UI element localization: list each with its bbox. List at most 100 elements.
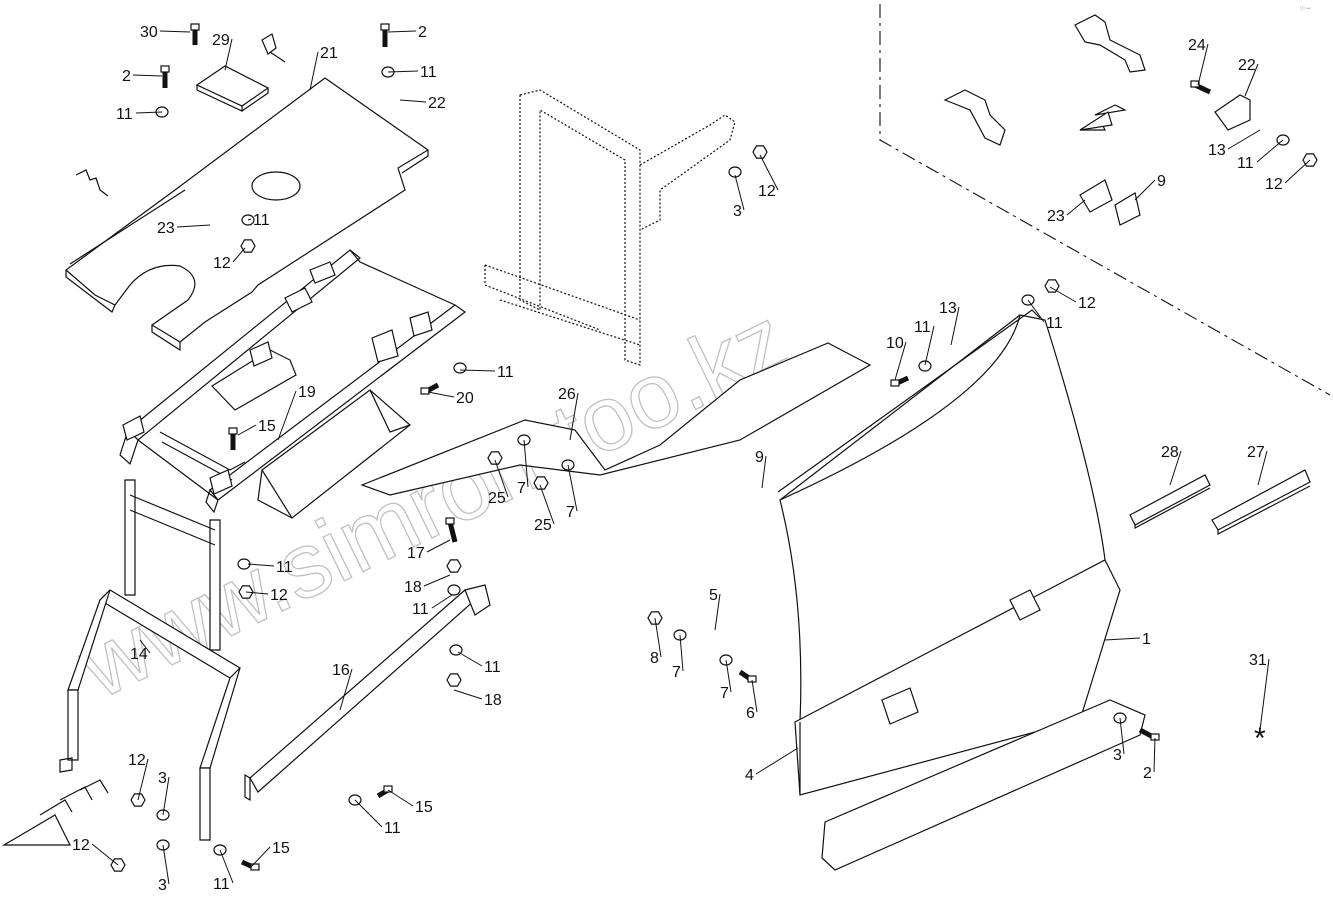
callout-leader-c13a — [1227, 129, 1261, 150]
rubber-strip-27 — [1211, 469, 1311, 535]
bolt-head — [1190, 80, 1200, 88]
callout-leader-c11c — [247, 218, 252, 221]
hex-nut — [1044, 279, 1060, 293]
callout-label-c12f: 12 — [128, 752, 146, 769]
callout-label-c30: 30 — [140, 24, 158, 41]
callout-label-c3c: 3 — [158, 770, 167, 787]
callout-label-c11k: 11 — [384, 820, 401, 837]
callout-label-c12c: 12 — [1265, 176, 1283, 193]
background-frame — [484, 89, 736, 366]
callout-label-c25b: 25 — [534, 517, 552, 534]
callout-label-c11l: 11 — [213, 876, 230, 893]
callout-label-c11a: 11 — [420, 64, 437, 81]
corner-mark: ⓢ ꟷ — [1300, 5, 1310, 12]
callout-label-c10: 10 — [886, 335, 904, 352]
callout-label-c13b: 13 — [939, 300, 957, 317]
callout-label-c12e: 12 — [270, 587, 288, 604]
callout-leader-c23a — [176, 224, 211, 228]
callout-label-c12g: 12 — [72, 837, 90, 854]
callout-label-c31: 31 — [1249, 652, 1267, 669]
callout-label-c29: 29 — [212, 32, 230, 49]
callout-label-c9a: 9 — [1157, 173, 1166, 190]
callout-label-c11j: 11 — [484, 659, 501, 676]
rubber-strip-28 — [1129, 474, 1211, 529]
bolt — [447, 521, 458, 543]
callout-leader-c12d — [1049, 286, 1077, 303]
inset-brackets — [943, 14, 1251, 226]
callout-leader-c19 — [277, 390, 297, 441]
callout-leader-c11j — [457, 651, 483, 667]
callout-leader-c11a — [387, 70, 419, 73]
callout-leader-c22b — [1244, 63, 1259, 97]
cover-plate-29 — [195, 65, 270, 112]
callout-leader-c4 — [755, 747, 799, 775]
callout-leader-c20 — [427, 391, 455, 398]
callout-label-c25a: 25 — [488, 490, 506, 507]
callout-leader-c11d — [1256, 139, 1284, 163]
callout-leader-c12c — [1284, 159, 1311, 184]
callout-label-c7b: 7 — [566, 504, 575, 521]
hex-nut — [752, 145, 768, 159]
callout-label-c3b: 3 — [1113, 747, 1122, 764]
callout-leader-c26 — [569, 392, 579, 441]
bolt-head — [250, 863, 260, 871]
callout-leader-c11g — [1027, 299, 1045, 323]
inset-boundary-line — [879, 4, 1331, 396]
callout-leader-c24 — [1197, 43, 1209, 86]
callout-label-c3a: 3 — [733, 203, 742, 220]
callout-label-c11d: 11 — [1237, 155, 1254, 172]
washer — [447, 584, 461, 596]
callout-leader-c30 — [159, 30, 191, 33]
callout-leader-c12f — [137, 758, 149, 801]
direction-arrow-bottom-left — [1, 779, 109, 846]
washer — [918, 360, 932, 372]
callout-label-c14: 14 — [130, 646, 148, 663]
callout-label-c5: 5 — [709, 587, 718, 604]
callout-label-c7d: 7 — [720, 685, 729, 702]
callout-leader-c11b — [135, 111, 163, 114]
callout-label-c13a: 13 — [1208, 142, 1226, 159]
callout-label-c3d: 3 — [158, 877, 167, 894]
callout-label-c11g: 11 — [1046, 315, 1063, 332]
callout-leader-c11i — [431, 594, 453, 609]
callout-leader-c11f — [924, 325, 935, 366]
bolt-head — [383, 785, 393, 793]
callout-leader-c17 — [426, 539, 451, 553]
callout-leader-c15a — [237, 424, 257, 436]
callout-leader-c12e — [245, 591, 269, 595]
hex-nut — [446, 559, 462, 573]
callout-leader-c2c — [1153, 737, 1156, 773]
hex-nut — [446, 673, 462, 687]
callout-label-c12a: 12 — [213, 255, 231, 272]
callout-leader-c5 — [714, 593, 721, 631]
callout-leader-c18b — [453, 689, 483, 700]
callout-leader-c6 — [751, 679, 758, 713]
callout-leader-c11l — [219, 849, 234, 884]
callout-label-c15b: 15 — [415, 799, 433, 816]
callout-label-c23a: 23 — [157, 220, 175, 237]
door-panel — [777, 309, 1146, 871]
callout-label-c12b: 12 — [758, 183, 776, 200]
callout-leader-c27 — [1257, 450, 1268, 486]
callout-leader-c1 — [1104, 637, 1141, 641]
callout-leader-c11e — [459, 369, 496, 372]
callout-label-c2c: 2 — [1143, 765, 1152, 782]
callout-label-c16: 16 — [332, 662, 350, 679]
callout-leader-c31 — [1259, 658, 1270, 731]
callout-leader-c25b — [539, 484, 555, 525]
support-frame — [119, 249, 467, 514]
callout-label-c2a: 2 — [418, 24, 427, 41]
callout-label-c11f: 11 — [914, 319, 931, 336]
cross-bar-16 — [244, 584, 491, 802]
callout-leader-c7a — [523, 439, 529, 488]
bolt-head — [380, 23, 390, 31]
deflector-plate-19 — [257, 389, 411, 519]
callout-leader-c12b — [759, 154, 779, 191]
callout-leader-c3d — [162, 844, 170, 885]
callout-leader-c8 — [654, 617, 662, 658]
callout-label-c8: 8 — [650, 650, 659, 667]
callout-label-c22a: 22 — [428, 95, 446, 112]
hex-nut — [487, 451, 503, 465]
